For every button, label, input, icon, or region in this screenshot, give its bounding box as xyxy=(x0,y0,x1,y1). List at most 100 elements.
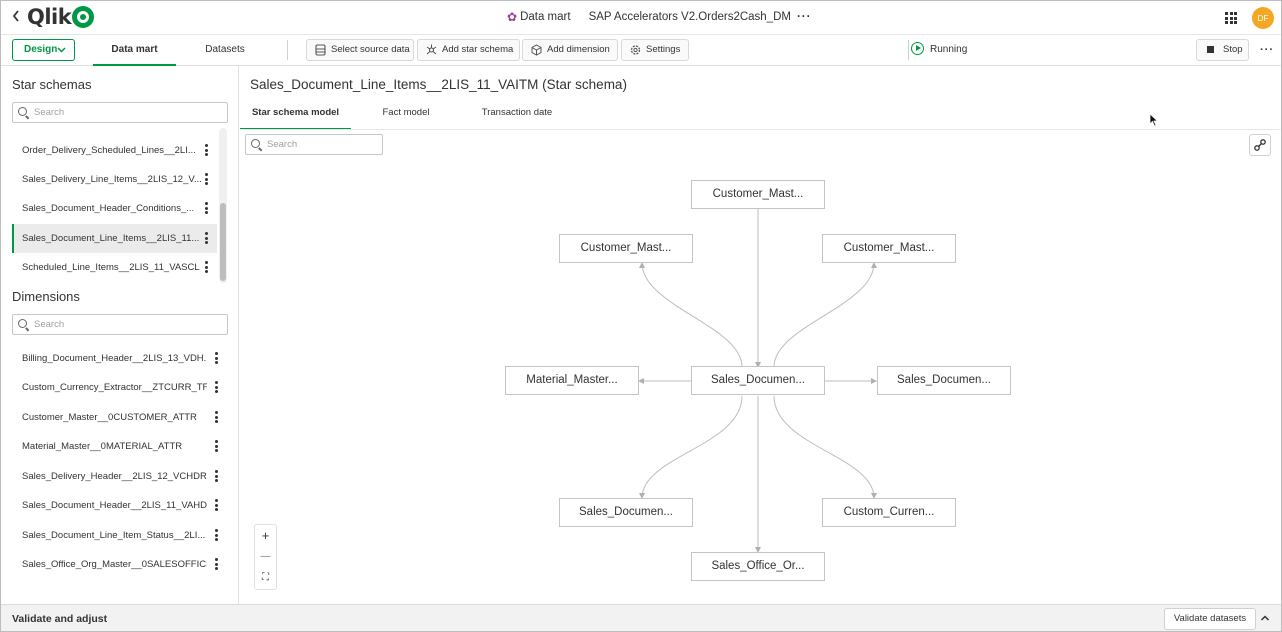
status-indicator: Running xyxy=(911,42,967,58)
kebab-menu-icon[interactable] xyxy=(212,558,220,572)
fit-to-screen-icon[interactable]: ⛶ xyxy=(262,572,269,583)
dimensions-search-input[interactable]: Search xyxy=(12,314,228,335)
star-schema-icon xyxy=(426,40,437,67)
validate-datasets-button[interactable]: Validate datasets xyxy=(1164,608,1256,630)
app-label: Data mart xyxy=(520,11,571,23)
cube-icon xyxy=(531,40,542,67)
node-sales-document-right[interactable]: Sales_Documen... xyxy=(877,366,1011,395)
dimension-item[interactable]: Sales_Office_Org_Master__0SALESOFFICE... xyxy=(22,559,207,570)
qlik-logo-mark-icon xyxy=(72,6,95,28)
top-bar: Qlik ✿ Data mart SAP Accelerators V2.Ord… xyxy=(1,1,1281,35)
data-mart-icon: ✿ xyxy=(507,10,518,24)
node-sales-document-center[interactable]: Sales_Documen... xyxy=(691,366,825,395)
project-more-icon[interactable]: ··· xyxy=(796,11,812,23)
chevron-up-icon[interactable] xyxy=(1260,611,1270,628)
star-schemas-scrollbar-thumb[interactable] xyxy=(220,203,226,281)
logo-text: Qlik xyxy=(27,5,72,29)
dimension-item[interactable]: Billing_Document_Header__2LIS_13_VDH... xyxy=(22,353,207,364)
model-search-placeholder: Search xyxy=(267,139,298,150)
kebab-menu-icon[interactable] xyxy=(212,440,220,454)
main-area: Sales_Document_Line_Items__2LIS_11_VAITM… xyxy=(240,66,1281,604)
design-label: Design xyxy=(24,44,58,55)
settings-label: Settings xyxy=(646,44,681,55)
node-custom-currency[interactable]: Custom_Curren... xyxy=(822,498,956,527)
project-breadcrumb: ✿ Data mart SAP Accelerators V2.Orders2C… xyxy=(507,10,811,24)
kebab-menu-icon[interactable] xyxy=(212,470,220,484)
kebab-menu-icon[interactable] xyxy=(212,499,220,513)
star-schema-item[interactable]: Scheduled_Line_Items__2LIS_11_VASCL xyxy=(22,262,200,273)
kebab-menu-icon[interactable] xyxy=(202,173,210,187)
chevron-down-icon xyxy=(57,40,66,67)
dimension-item[interactable]: Material_Master__0MATERIAL_ATTR xyxy=(22,441,183,452)
dimension-item[interactable]: Sales_Document_Header__2LIS_11_VAHDR xyxy=(22,500,207,511)
star-schemas-search-placeholder: Search xyxy=(34,107,65,118)
node-customer-master-right[interactable]: Customer_Mast... xyxy=(822,234,956,263)
star-schemas-search-input[interactable]: Search xyxy=(12,102,228,123)
dimension-item[interactable]: Customer_Master__0CUSTOMER_ATTR xyxy=(22,412,197,423)
kebab-menu-icon[interactable] xyxy=(202,261,210,275)
star-schema-item[interactable]: Sales_Delivery_Line_Items__2LIS_12_V... xyxy=(22,174,202,185)
chevron-left-icon[interactable] xyxy=(11,8,23,26)
search-icon xyxy=(18,107,27,116)
schema-edges xyxy=(638,209,877,553)
search-icon xyxy=(18,319,27,328)
kebab-menu-icon[interactable] xyxy=(212,381,220,395)
validate-and-adjust-title: Validate and adjust xyxy=(12,613,108,625)
design-dropdown-button[interactable]: Design xyxy=(12,39,75,61)
node-customer-master-left[interactable]: Customer_Mast... xyxy=(559,234,693,263)
tab-datasets[interactable]: Datasets xyxy=(205,44,245,55)
kebab-menu-icon[interactable] xyxy=(202,202,210,216)
more-options-icon[interactable]: ··· xyxy=(1260,44,1274,56)
star-schema-item[interactable]: Order_Delivery_Scheduled_Lines__2LI... xyxy=(22,145,196,156)
toolbar: Design Data mart Datasets Select source … xyxy=(1,35,1281,66)
add-star-schema-label: Add star schema xyxy=(442,44,514,55)
dimension-item[interactable]: Custom_Currency_Extractor__ZTCURR_TF xyxy=(22,382,207,393)
apps-grid-icon[interactable] xyxy=(1225,12,1237,24)
qlik-logo[interactable]: Qlik xyxy=(27,5,95,29)
add-dimension-button[interactable]: Add dimension xyxy=(522,39,618,61)
select-source-data-button[interactable]: Select source data xyxy=(306,39,414,61)
kebab-menu-icon[interactable] xyxy=(202,232,210,246)
status-divider xyxy=(908,40,909,60)
model-search-input[interactable]: Search xyxy=(245,134,383,155)
user-avatar[interactable]: DF xyxy=(1252,7,1274,29)
play-circle-icon xyxy=(911,42,924,55)
dimensions-title: Dimensions xyxy=(12,289,80,304)
add-star-schema-button[interactable]: Add star schema xyxy=(417,39,520,61)
select-source-data-label: Select source data xyxy=(331,44,410,55)
tab-transaction-date[interactable]: Transaction date xyxy=(481,107,553,118)
gear-icon xyxy=(630,40,641,67)
left-panel: Star schemas Search Order_Delivery_Sched… xyxy=(1,66,239,604)
tab-data-mart[interactable]: Data mart xyxy=(93,35,176,66)
kebab-menu-icon[interactable] xyxy=(212,411,220,425)
project-title: SAP Accelerators V2.Orders2Cash_DM xyxy=(588,11,791,23)
page-title: Sales_Document_Line_Items__2LIS_11_VAITM… xyxy=(250,77,627,92)
stop-button[interactable]: Stop xyxy=(1196,39,1249,61)
star-schema-item-selected[interactable]: Sales_Document_Line_Items__2LIS_11... xyxy=(12,224,217,253)
kebab-menu-icon[interactable] xyxy=(202,144,210,158)
toolbar-divider xyxy=(287,40,288,60)
dimension-item[interactable]: Sales_Delivery_Header__2LIS_12_VCHDR xyxy=(22,471,207,482)
kebab-menu-icon[interactable] xyxy=(212,529,220,543)
node-sales-office-org[interactable]: Sales_Office_Or... xyxy=(691,552,825,581)
dimension-item[interactable]: Sales_Document_Line_Item_Status__2LI... xyxy=(22,530,206,541)
star-schemas-title: Star schemas xyxy=(12,77,92,92)
dimensions-search-placeholder: Search xyxy=(34,319,65,330)
star-schema-item[interactable]: Sales_Document_Header_Conditions_... xyxy=(22,203,195,214)
kebab-menu-icon[interactable] xyxy=(212,352,220,366)
settings-button[interactable]: Settings xyxy=(621,39,689,61)
tabs-divider xyxy=(240,129,1281,130)
zoom-in-icon[interactable]: + xyxy=(261,528,270,543)
zoom-controls: + — ⛶ xyxy=(254,524,277,590)
node-sales-document-lower-left[interactable]: Sales_Documen... xyxy=(559,498,693,527)
link-icon[interactable] xyxy=(1249,134,1271,156)
stop-label: Stop xyxy=(1223,44,1243,55)
tab-fact-model[interactable]: Fact model xyxy=(382,107,430,118)
status-label: Running xyxy=(930,44,968,55)
add-dimension-label: Add dimension xyxy=(547,44,610,55)
database-icon xyxy=(315,40,326,67)
node-material-master[interactable]: Material_Master... xyxy=(505,366,639,395)
zoom-out-icon[interactable]: — xyxy=(260,551,271,562)
node-customer-master-top[interactable]: Customer_Mast... xyxy=(691,180,825,209)
